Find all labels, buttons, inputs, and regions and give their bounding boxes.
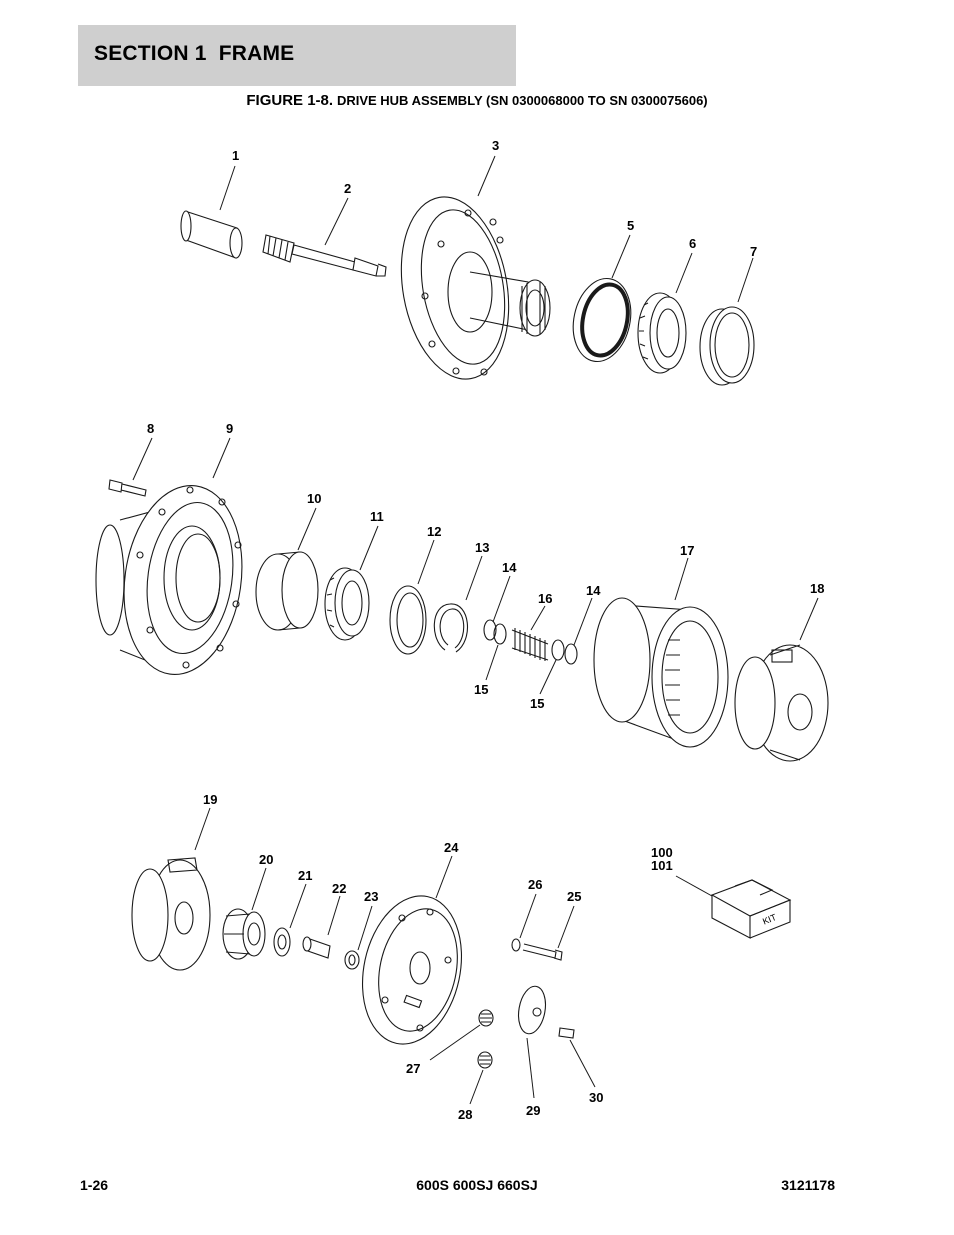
callout-101: 101 <box>651 858 673 873</box>
callout-12: 12 <box>427 524 441 539</box>
callout-16: 16 <box>538 591 552 606</box>
part-hub <box>95 485 243 675</box>
callout-25: 25 <box>567 889 581 904</box>
callout-26: 26 <box>528 877 542 892</box>
callout-18: 18 <box>810 581 824 596</box>
part-screw <box>558 1027 575 1039</box>
document-number: 3121178 <box>781 1177 835 1193</box>
callout-29: 29 <box>526 1103 540 1118</box>
callout-20: 20 <box>259 852 273 867</box>
section-title: SECTION 1 FRAME <box>94 42 295 65</box>
figure-caption: DRIVE HUB ASSEMBLY (SN 0300068000 TO SN … <box>336 93 708 108</box>
part-bolt <box>108 479 147 497</box>
part-ring-gear <box>593 597 729 748</box>
callout-19: 19 <box>203 792 217 807</box>
callout-30: 30 <box>589 1090 603 1105</box>
callout-6: 6 <box>689 236 696 251</box>
callout-27: 27 <box>406 1061 420 1076</box>
callout-17: 17 <box>680 543 694 558</box>
section-header: SECTION 1 FRAME <box>78 25 516 86</box>
figure-number: FIGURE 1-8. <box>246 92 334 109</box>
part-retaining-ring <box>433 603 469 653</box>
callout-7: 7 <box>750 244 757 259</box>
callout-22: 22 <box>332 881 346 896</box>
part-disconnect-cap <box>517 985 547 1035</box>
part-cover-bolt <box>511 938 563 961</box>
kit-label: KIT <box>761 912 778 927</box>
callout-5: 5 <box>627 218 634 233</box>
part-sleeve <box>180 210 243 259</box>
callout-14b: 14 <box>586 583 601 598</box>
callout-15b: 15 <box>530 696 544 711</box>
callout-21: 21 <box>298 868 312 883</box>
callout-100: 100 <box>651 845 673 860</box>
callout-3: 3 <box>492 138 499 153</box>
callout-24: 24 <box>444 840 459 855</box>
part-gear <box>222 908 266 960</box>
leader-lines <box>132 155 819 1105</box>
callout-2: 2 <box>344 181 351 196</box>
callout-10: 10 <box>307 491 321 506</box>
part-plugs <box>477 1009 494 1069</box>
part-carrier-assembly <box>131 857 211 971</box>
callout-28: 28 <box>458 1107 472 1122</box>
callout-15a: 15 <box>474 682 488 697</box>
part-washer-21 <box>273 927 291 957</box>
callout-11: 11 <box>370 509 384 524</box>
part-cover <box>361 895 463 1045</box>
part-thrust-washer <box>389 585 427 655</box>
part-spindle-flange <box>400 196 551 380</box>
figure-title: FIGURE 1-8. DRIVE HUB ASSEMBLY (SN 03000… <box>0 92 954 109</box>
callout-1: 1 <box>232 148 239 163</box>
part-bearing <box>324 567 370 641</box>
part-bearing-cone <box>637 292 687 374</box>
model-list: 600S 600SJ 660SJ <box>416 1177 538 1193</box>
part-race <box>255 551 319 631</box>
callout-14a: 14 <box>502 560 517 575</box>
callout-23: 23 <box>364 889 378 904</box>
callout-8: 8 <box>147 421 154 436</box>
part-pin <box>302 936 331 959</box>
part-bearing-cup <box>699 306 755 386</box>
callout-13: 13 <box>475 540 489 555</box>
part-spring-set <box>483 619 578 665</box>
part-shaft <box>262 234 387 277</box>
kit-box <box>710 879 792 939</box>
part-seal <box>572 277 632 363</box>
part-washer-23 <box>344 950 360 970</box>
part-planet-carrier <box>734 644 829 762</box>
page-number: 1-26 <box>80 1177 109 1193</box>
callout-9: 9 <box>226 421 233 436</box>
